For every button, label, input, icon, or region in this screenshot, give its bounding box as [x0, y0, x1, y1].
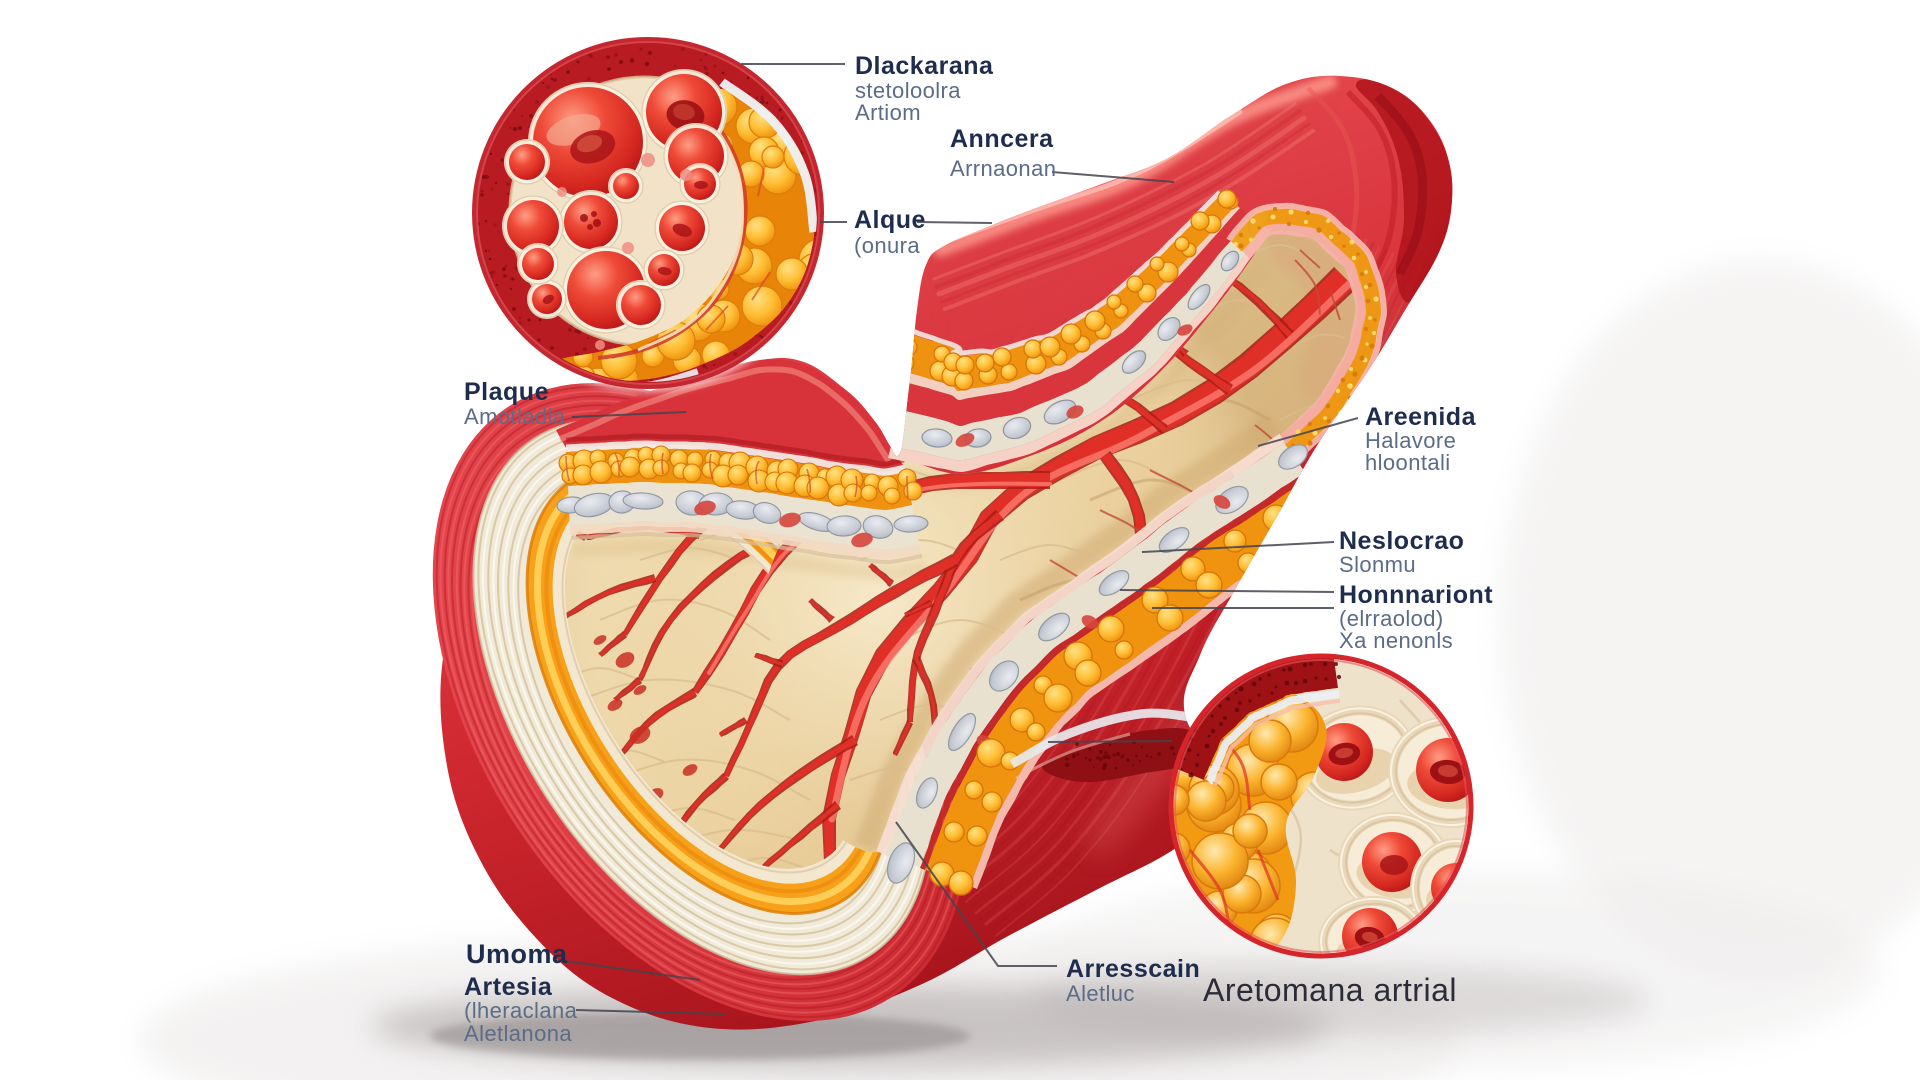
label-areenida-line: Areenida	[1365, 403, 1477, 431]
label-umoma-line: Umoma	[466, 939, 568, 969]
upper-cut-stack	[888, 189, 1271, 472]
label-honnnariont: Honnnariont (elrraolod) Xa nenonls	[1339, 581, 1493, 653]
leader-anncera	[1051, 171, 1175, 183]
label-areenida-line: hloontali	[1365, 450, 1451, 475]
label-artesia-line: Aletlanona	[464, 1021, 572, 1046]
label-anncera-line: Arrnaonan	[950, 156, 1056, 181]
label-alque-line: (onura	[854, 233, 920, 258]
label-dlackarana-line: stetoloolra	[855, 78, 961, 103]
label-anncera: Anncera Arrnaonan	[950, 125, 1056, 181]
label-dlackarana-line: Dlackarana	[855, 52, 994, 80]
leader-artesia	[575, 1009, 727, 1015]
label-plaque-line: Plaque	[464, 378, 549, 406]
label-umoma: Umoma	[466, 939, 568, 969]
inset-cross-section	[469, 34, 827, 392]
label-neslocrao: Neslocrao Slonmu	[1339, 527, 1464, 577]
label-alque-line: Alque	[854, 206, 926, 234]
label-anncera-line: Anncera	[950, 125, 1054, 153]
leader-alque-right	[916, 221, 993, 224]
label-artesia: Artesia (lheraclana Aletlanona	[464, 973, 578, 1046]
label-plaque: Plaque Amotladla	[464, 378, 566, 429]
leader-arresscain	[895, 821, 1057, 967]
leader-honnnariont-1	[1119, 589, 1335, 593]
caption: Aretomana artrial	[1203, 972, 1457, 1008]
artery-shadow	[370, 964, 1650, 1068]
leader-lines	[557, 63, 1359, 1015]
leader-neslocrao	[1141, 541, 1335, 553]
label-arresscain-line: Aletluc	[1066, 981, 1135, 1006]
label-neslocrao-line: Slonmu	[1339, 552, 1416, 577]
label-artesia-line: (lheraclana	[464, 998, 578, 1023]
label-areenida-line: Halavore	[1365, 428, 1456, 453]
label-dlackarana-line: Artiom	[855, 100, 921, 125]
label-arresscain: Arresscain Aletluc	[1066, 955, 1200, 1006]
label-honnnariont-line: Xa nenonls	[1339, 628, 1453, 653]
label-honnnariont-line: (elrraolod)	[1339, 606, 1444, 631]
lower-cut-edge	[876, 433, 1342, 896]
label-plaque-line: Amotladla	[464, 404, 566, 429]
label-dlackarana: Dlackarana stetoloolra Artiom	[855, 52, 994, 125]
label-neslocrao-line: Neslocrao	[1339, 527, 1464, 555]
leader-inset-zoom	[1047, 740, 1173, 743]
leader-umoma	[557, 959, 701, 981]
label-alque: Alque (onura	[854, 206, 926, 258]
label-artesia-line: Artesia	[464, 973, 553, 1001]
label-areenida: Areenida Halavore hloontali	[1365, 403, 1477, 475]
upper-cut-edge	[556, 359, 929, 565]
leader-areenida	[1257, 417, 1359, 447]
label-honnnariont-line: Honnnariont	[1339, 581, 1493, 609]
label-arresscain-line: Arresscain	[1066, 955, 1200, 983]
leader-plaque	[571, 411, 687, 418]
